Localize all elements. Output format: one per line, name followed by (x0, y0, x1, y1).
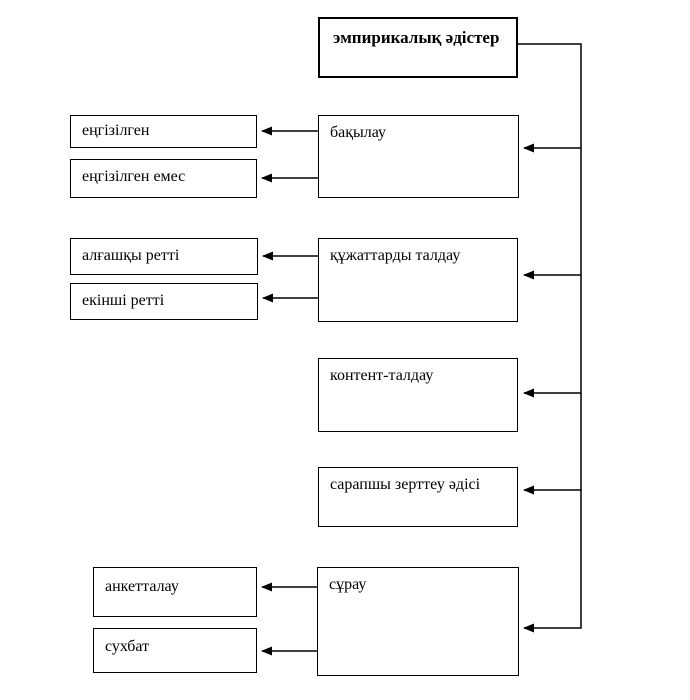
box-ekinshi-retti: екінші ретті (70, 283, 258, 320)
box-sarapshy-zertteu-adisi: сарапшы зерттеу әдісі (318, 467, 518, 527)
box-ankettalau: анкетталау (93, 567, 257, 617)
box-kuzhattardy-taldau-label: құжаттарды талдау (330, 247, 461, 264)
box-engizilgen: еңгізілген (70, 115, 257, 148)
box-engizilgen-label: еңгізілген (82, 122, 150, 139)
box-surau-label: сұрау (329, 576, 367, 593)
box-ankettalau-label: анкетталау (105, 578, 179, 595)
box-engizilgen-emes-label: еңгізілген емес (82, 168, 186, 185)
box-surau: сұрау (317, 567, 519, 676)
box-algashky-retti-label: алғашқы ретті (82, 247, 180, 264)
box-sukhbat-label: сухбат (105, 638, 150, 655)
box-bakylau-label: бақылау (330, 124, 387, 141)
trunk-connector (518, 43, 582, 633)
box-sarapshy-zertteu-adisi-label: сарапшы зерттеу әдісі (330, 476, 481, 493)
box-kontent-taldau: контент-талдау (318, 358, 518, 432)
box-empirikalyk-adister-label: эмпирикалық әдістер (333, 28, 500, 47)
box-kontent-taldau-label: контент-талдау (330, 367, 434, 384)
box-ekinshi-retti-label: екінші ретті (82, 292, 165, 309)
box-kuzhattardy-taldau: құжаттарды талдау (318, 238, 518, 322)
box-sukhbat: сухбат (93, 628, 257, 673)
box-algashky-retti: алғашқы ретті (70, 238, 258, 275)
box-bakylau: бақылау (318, 115, 519, 198)
box-engizilgen-emes: еңгізілген емес (70, 159, 257, 198)
box-empirikalyk-adister: эмпирикалық әдістер (318, 17, 518, 78)
